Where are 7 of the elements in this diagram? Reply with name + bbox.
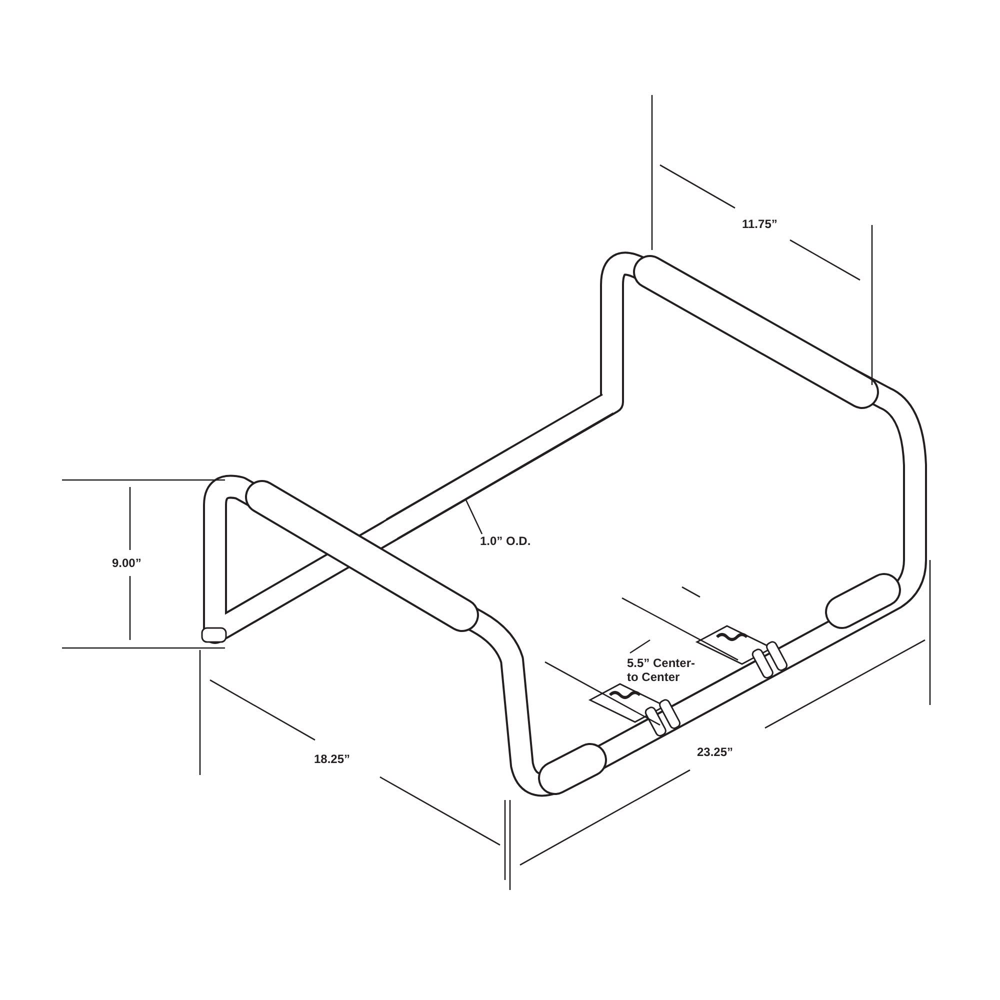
- dimension-label: 18.25”: [314, 752, 350, 766]
- dimension-label: 11.75”: [742, 217, 778, 231]
- dimension-label: 23.25”: [697, 745, 734, 759]
- dimension-label: 5.5” Center- to Center: [627, 656, 696, 684]
- callout-label: 1.0” O.D.: [480, 534, 531, 548]
- leader-line: [465, 500, 483, 534]
- dimension-label: 9.00”: [112, 556, 142, 570]
